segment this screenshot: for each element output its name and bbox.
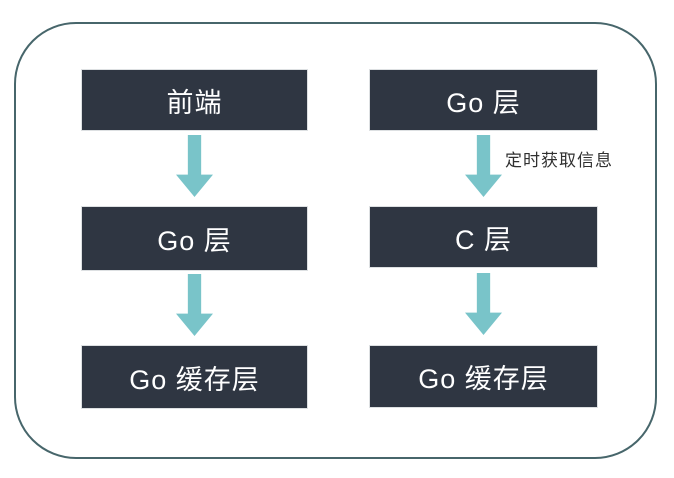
node-frontend: 前端: [82, 70, 307, 130]
node-go-cache-layer-left-label: Go 缓存层: [129, 364, 260, 395]
node-go-layer-right: Go 层: [370, 70, 597, 130]
node-go-layer-left-label: Go 层: [157, 226, 232, 256]
node-c-layer-label: C 层: [455, 224, 512, 255]
node-go-cache-layer-right-label: Go 缓存层: [418, 364, 549, 394]
diagram-frame: [14, 22, 657, 459]
node-go-layer-left: Go 层: [82, 207, 307, 270]
node-go-cache-layer-left: Go 缓存层: [82, 346, 307, 408]
node-c-layer: C 层: [370, 207, 597, 267]
node-frontend-label: 前端: [166, 87, 223, 118]
node-go-layer-right-label: Go 层: [446, 87, 521, 118]
edge-label-timed-fetch: 定时获取信息: [505, 151, 613, 170]
node-go-cache-layer-right: Go 缓存层: [370, 346, 597, 407]
